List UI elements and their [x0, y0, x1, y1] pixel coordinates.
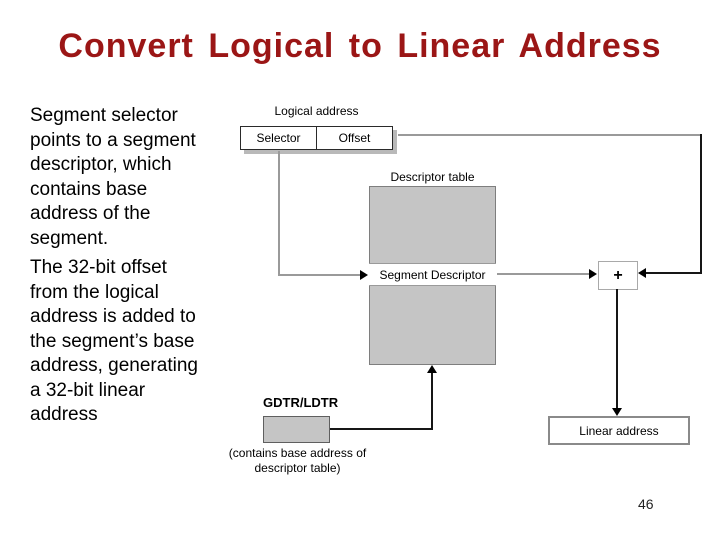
plus-label: + — [613, 266, 623, 284]
offset-label: Offset — [338, 131, 371, 145]
gdtr-caption: (contains base address of descriptor tab… — [228, 446, 367, 475]
connector-adder-down — [616, 289, 618, 408]
connector-selector-to-table — [278, 274, 360, 276]
arrow-right-icon — [589, 269, 597, 279]
connector-into-adder-right — [646, 272, 702, 274]
body-text: Segment selector points to a segment des… — [30, 104, 240, 433]
connector-gdtr-right — [330, 428, 433, 430]
connector-offset-right — [398, 134, 702, 136]
adder-box: + — [598, 261, 638, 290]
segment-descriptor-strip: Segment Descriptor — [369, 263, 496, 286]
logical-address-label: Logical address — [274, 104, 359, 118]
segment-descriptor-label: Segment Descriptor — [379, 267, 486, 282]
arrow-up-icon — [427, 365, 437, 373]
gdtr-box — [263, 416, 330, 443]
descriptor-table-label: Descriptor table — [390, 170, 475, 184]
selector-label: Selector — [256, 131, 301, 145]
paragraph-segment-selector: Segment selector points to a segment des… — [30, 105, 196, 249]
offset-box: Offset — [317, 126, 393, 150]
arrow-left-icon — [638, 268, 646, 278]
slide-title: Convert Logical to Linear Address — [58, 27, 662, 65]
connector-gdtr-up — [431, 373, 433, 430]
connector-descriptor-to-adder — [497, 273, 589, 275]
page-number: 46 — [638, 496, 654, 512]
gdtr-label: GDTR/LDTR — [263, 395, 339, 410]
connector-right-down — [700, 134, 702, 274]
connector-selector-down — [278, 151, 280, 276]
arrow-right-icon — [360, 270, 368, 280]
selector-box: Selector — [240, 126, 317, 150]
linear-address-box: Linear address — [548, 416, 690, 445]
linear-address-label: Linear address — [579, 423, 659, 438]
logical-address-box: Selector Offset — [240, 126, 393, 150]
arrow-down-icon — [612, 408, 622, 416]
paragraph-offset: The 32-bit offset from the logical addre… — [30, 257, 198, 425]
